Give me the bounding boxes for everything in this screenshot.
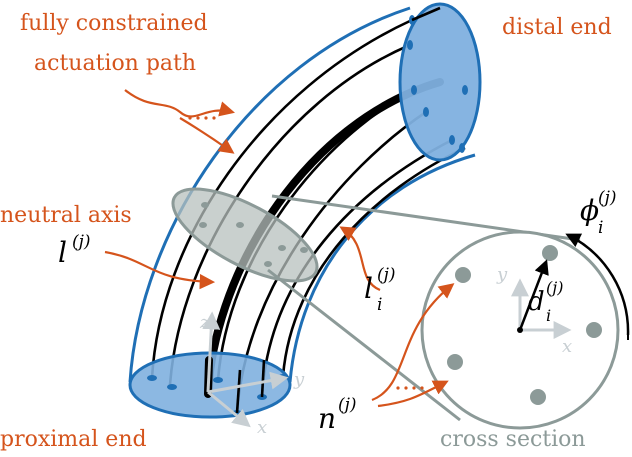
proximal-axis-x-label: x <box>257 417 267 438</box>
proximal-frame <box>202 311 289 428</box>
label-l-i-j: l (j) i <box>364 265 396 315</box>
tendon-base <box>235 369 242 414</box>
label-phi-i-j: ϕ (j) i <box>580 188 617 238</box>
label-proximal-end: proximal end <box>0 427 147 452</box>
label-fully-constrained-line1: fully constrained <box>20 11 208 36</box>
label-neutral-axis: neutral axis <box>0 203 132 228</box>
distal-end-holes <box>407 15 468 153</box>
projection-line-bottom <box>267 268 461 422</box>
section-slice-holes <box>199 202 308 267</box>
distal-end-disk <box>398 2 482 162</box>
tendon-base <box>260 359 266 398</box>
phi-arc <box>565 233 630 336</box>
svg-text:(j): (j) <box>338 395 357 415</box>
svg-text:l: l <box>364 272 373 305</box>
svg-text:ϕ: ϕ <box>580 194 599 227</box>
svg-text:l: l <box>58 236 67 269</box>
tendon-path <box>150 18 413 379</box>
svg-text:d: d <box>528 287 545 317</box>
svg-text:(j): (j) <box>72 232 91 252</box>
label-d-i-j: d (j) i <box>528 278 563 325</box>
cross-section-frame <box>511 278 572 339</box>
annotation-dots <box>188 116 424 390</box>
tendon-path <box>168 43 411 386</box>
proximal-axis-y-label: y <box>293 369 305 390</box>
svg-text:(j): (j) <box>546 278 563 297</box>
proximal-axis-z-label: z <box>199 312 210 333</box>
svg-text:(j): (j) <box>377 265 396 285</box>
neutral-axis-line <box>204 78 444 396</box>
tendon-path <box>260 138 453 396</box>
label-cross-section: cross section <box>440 427 586 452</box>
section-slice <box>171 187 319 283</box>
label-n-j: n (j) <box>318 395 357 435</box>
svg-text:n: n <box>318 402 336 435</box>
cross-section-holes <box>447 245 602 405</box>
tube-outer-edge <box>128 6 411 383</box>
label-fully-constrained-line2: actuation path <box>34 51 196 76</box>
svg-text:i: i <box>546 306 551 325</box>
label-distal-end: distal end <box>502 15 612 40</box>
label-l-j: l (j) <box>58 232 91 269</box>
svg-text:i: i <box>598 218 603 238</box>
section-axis-y-label: y <box>496 264 508 285</box>
svg-text:(j): (j) <box>598 188 617 208</box>
annotation-arrows <box>104 89 455 408</box>
section-axis-x-label: x <box>562 336 572 357</box>
svg-text:i: i <box>377 295 382 315</box>
d-vector <box>518 259 549 331</box>
